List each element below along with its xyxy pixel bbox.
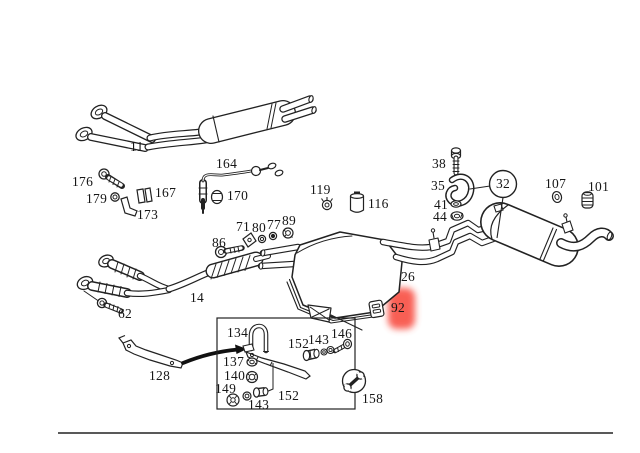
part-146-bolt — [332, 338, 353, 354]
part-44-nut — [450, 211, 464, 221]
part-label-62: 62 — [118, 306, 133, 321]
part-label-71: 71 — [236, 219, 251, 234]
part-176-bolt — [98, 168, 125, 189]
part-label-146: 146 — [331, 326, 353, 341]
part-152a-bushing — [302, 348, 320, 362]
part-label-77: 77 — [267, 217, 282, 232]
part-143a-washers — [320, 345, 335, 356]
part-label-26: 26 — [401, 269, 416, 284]
part-label-38: 38 — [432, 156, 447, 171]
part-label-41: 41 — [434, 197, 449, 212]
part-label-107: 107 — [545, 176, 567, 191]
part-label-89: 89 — [282, 213, 297, 228]
part-label-119: 119 — [310, 182, 331, 197]
part-11-front-pipe — [75, 95, 317, 152]
part-label-149: 149 — [215, 381, 237, 396]
part-14-center-pipe — [76, 251, 271, 298]
part-label-128: 128 — [149, 368, 171, 383]
part-label-44: 44 — [433, 209, 448, 224]
part-label-143b: 143 — [248, 397, 270, 412]
part-140-ring — [245, 370, 259, 384]
part-label-170: 170 — [227, 188, 249, 203]
part-86-bolt — [214, 245, 245, 259]
part-label-176: 176 — [72, 174, 94, 189]
part-label-179: 179 — [86, 191, 108, 206]
part-label-14: 14 — [190, 290, 205, 305]
part-38-bolt — [450, 147, 462, 176]
part-35-hanger — [445, 173, 491, 207]
part-119-nut — [321, 197, 333, 211]
part-164-oxygen-sensor — [198, 162, 284, 214]
part-89-ring — [282, 227, 294, 239]
part-77-nut — [268, 231, 278, 241]
part-label-80: 80 — [252, 220, 267, 235]
part-label-134: 134 — [227, 325, 249, 340]
arrow-to-inset — [181, 344, 247, 365]
inset-lever-bracket — [242, 343, 311, 393]
part-label-173: 173 — [137, 207, 159, 222]
part-label-164: 164 — [216, 156, 238, 171]
wrench-icon — [343, 371, 365, 392]
part-label-143a: 143 — [308, 332, 330, 347]
part-label-116: 116 — [368, 196, 389, 211]
part-173-bracket — [120, 196, 138, 217]
part-170-clamp — [210, 189, 224, 205]
part-116-mount — [349, 191, 365, 213]
part-92-clamp — [368, 299, 385, 319]
part-137-nut — [246, 357, 258, 367]
part-26-center-muffler — [257, 231, 403, 331]
part-101-buffer — [581, 191, 594, 209]
part-label-152b: 152 — [278, 388, 300, 403]
callout-label-32: 32 — [496, 176, 511, 191]
part-label-152a: 152 — [288, 336, 310, 351]
part-label-86: 86 — [212, 235, 227, 250]
part-label-137: 137 — [223, 354, 245, 369]
part-149-grommet — [226, 393, 240, 407]
tool-circle-158 — [341, 368, 367, 394]
inset-box — [216, 317, 356, 410]
callout-circle-32 — [488, 169, 518, 239]
part-128-bracket — [118, 334, 184, 369]
part-62-bolt — [83, 290, 124, 314]
part-167-brackets — [136, 187, 153, 204]
connecting-pipes — [379, 219, 497, 266]
tool-label-158: 158 — [362, 391, 384, 406]
part-107-ring — [551, 190, 563, 204]
part-label-11: 11 — [130, 139, 144, 154]
rear-muffler — [480, 202, 614, 267]
part-80-nut — [257, 234, 267, 244]
highlighted-part-92-hotspot[interactable] — [386, 286, 417, 331]
part-143b-nut — [242, 391, 252, 401]
part-label-140: 140 — [224, 368, 246, 383]
part-71-clamp — [242, 232, 257, 248]
part-label-35: 35 — [431, 178, 446, 193]
part-label-167: 167 — [155, 185, 177, 200]
part-label-92: 92 — [391, 300, 406, 315]
part-41-washer — [450, 200, 462, 208]
part-179-nut — [110, 192, 120, 202]
highlight-92 — [388, 288, 415, 329]
part-label-101: 101 — [588, 179, 610, 194]
part-152b-bushing — [252, 387, 269, 398]
